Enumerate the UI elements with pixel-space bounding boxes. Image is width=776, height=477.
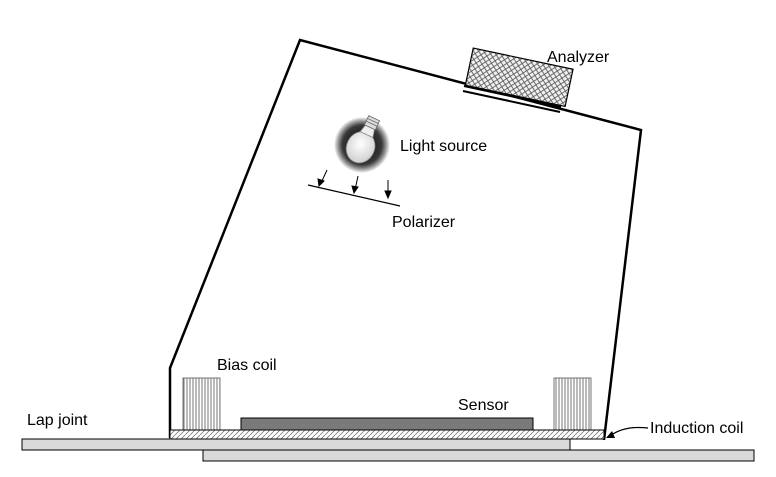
- lap-joint-lower-plate: [202, 449, 755, 462]
- bias-coil-left: [182, 377, 221, 431]
- analyzer-label: Analyzer: [547, 49, 610, 66]
- analyzer: [464, 47, 574, 108]
- light-bulb-icon: [334, 115, 390, 173]
- lap-joint-upper-plate: [21, 438, 571, 451]
- lap-joint-label: Lap joint: [27, 412, 88, 429]
- housing-outline: [168, 38, 643, 441]
- bias-coil-label: Bias coil: [217, 357, 277, 374]
- polarizer-label: Polarizer: [392, 214, 456, 231]
- bias-coil-right: [553, 377, 592, 431]
- polarizer-arrows: [317, 169, 392, 200]
- induction-coil-label: Induction coil: [650, 420, 743, 437]
- analyzer-plate-2: [462, 90, 561, 113]
- sensor-block: [240, 417, 534, 431]
- polarizer-line: [307, 184, 401, 207]
- analyzer-plate-1: [463, 85, 562, 108]
- sensor-label: Sensor: [458, 397, 509, 414]
- induction-coil-pointer: [606, 426, 649, 438]
- light-source-label: Light source: [400, 138, 487, 155]
- induction-coil-strip: [169, 429, 605, 440]
